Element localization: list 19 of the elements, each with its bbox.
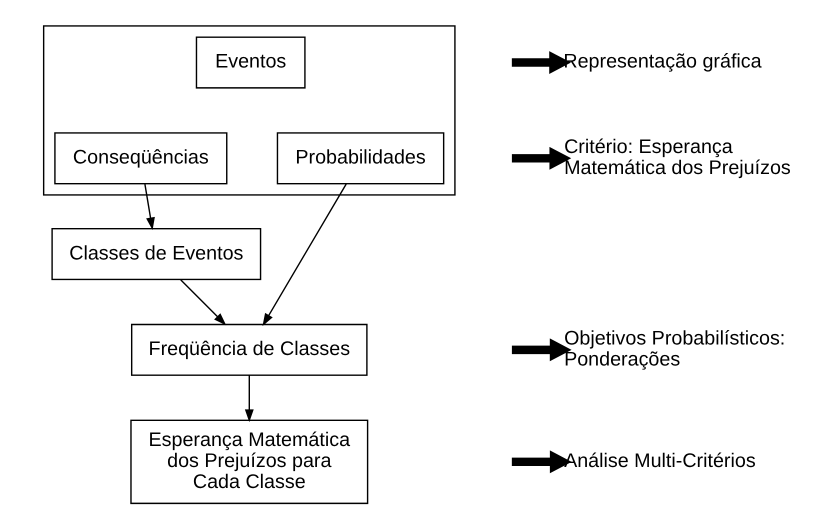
node-box: Probabilidades <box>276 132 444 184</box>
arrow <box>512 338 572 361</box>
node-box: Conseqüências <box>54 132 228 184</box>
arrow <box>244 374 254 422</box>
node-box: Esperança Matemática dos Prejuízos para Cada Classe <box>130 419 368 504</box>
node-box: Eventos <box>196 36 306 88</box>
node-box: Classes de Eventos <box>51 228 262 280</box>
arrow <box>512 450 572 473</box>
arrow <box>262 183 347 326</box>
node-text: Representação gráfica <box>563 50 762 72</box>
arrow <box>512 146 572 170</box>
arrow <box>144 184 155 230</box>
node-text: Análise Multi-Critérios <box>564 450 756 472</box>
node-text: Critério: Esperança Matemática dos Prejuízos <box>564 135 791 179</box>
cluster <box>42 24 456 196</box>
node-text: Objetivos Probabilísticos: Ponderações <box>564 326 786 370</box>
node-box: Freqüência de Classes <box>130 323 368 376</box>
arrow <box>512 50 571 74</box>
arrow <box>180 278 226 325</box>
